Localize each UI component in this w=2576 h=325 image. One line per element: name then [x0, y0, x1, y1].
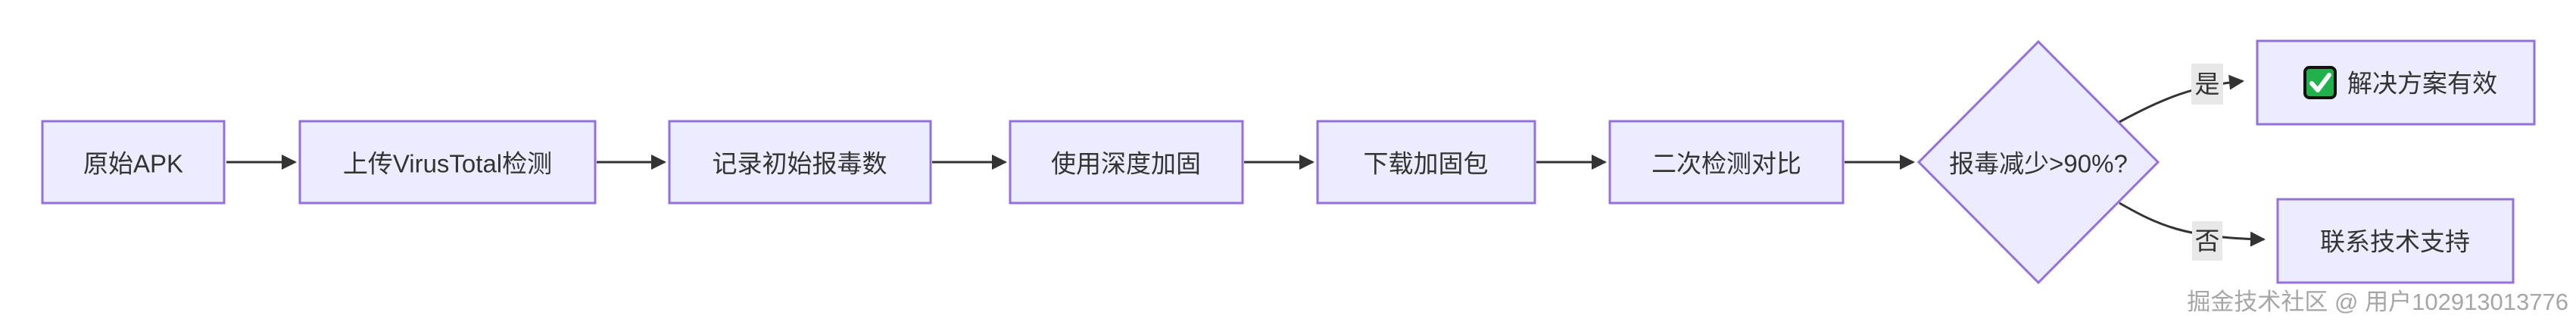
node-apply-deep-hardening: 使用深度加固 — [1009, 120, 1244, 205]
node-upload-virustotal-box — [298, 120, 597, 205]
node-upload-virustotal-label: 上传VirusTotal检测 — [343, 150, 552, 178]
node-download-hardened-package-label: 下载加固包 — [1364, 150, 1489, 178]
edge-label-yes-bg — [2191, 64, 2223, 105]
edge-label-no: 否 — [2192, 221, 2222, 261]
edge-decision-no — [2119, 202, 2266, 247]
node-decision-reduction-90-label: 报毒减少>90%? — [1949, 150, 2128, 178]
node-original-apk-box — [41, 120, 226, 205]
check-mark-icon-box — [2303, 66, 2337, 99]
node-apply-deep-hardening-label: 使用深度加固 — [1051, 150, 1201, 178]
node-decision-reduction-90-shape — [1916, 39, 2160, 285]
check-mark-icon — [2303, 66, 2337, 99]
node-solution-effective-label: 解决方案有效 — [2347, 70, 2497, 98]
node-contact-support-label: 联系技术支持 — [2320, 228, 2470, 256]
node-original-apk: 原始APK — [41, 120, 226, 205]
check-mark-icon-tick — [2309, 73, 2331, 92]
node-second-scan-compare: 二次检测对比 — [1608, 120, 1845, 205]
node-apply-deep-hardening-box — [1009, 120, 1244, 205]
node-download-hardened-package-box — [1316, 120, 1536, 205]
node-contact-support-box — [2276, 198, 2515, 284]
node-record-initial-detections-label: 记录初始报毒数 — [713, 150, 887, 178]
watermark-shadow-text: 掘金技术社区 @ 用户102913013776 — [2188, 290, 2570, 317]
node-original-apk-label: 原始APK — [83, 150, 183, 178]
edge-label-yes: 是 — [2191, 64, 2223, 105]
node-solution-effective: 解决方案有效 — [2256, 39, 2536, 126]
node-record-initial-detections: 记录初始报毒数 — [668, 120, 932, 205]
edge-label-no-bg — [2192, 221, 2222, 261]
node-second-scan-compare-box — [1608, 120, 1845, 205]
watermark-text: 掘金技术社区 @ 用户102913013776 — [2187, 289, 2568, 315]
edge-label-no-text: 否 — [2195, 227, 2220, 255]
node-download-hardened-package: 下载加固包 — [1316, 120, 1536, 205]
node-record-initial-detections-box — [668, 120, 932, 205]
edge-label-yes-text: 是 — [2195, 70, 2220, 98]
node-second-scan-compare-label: 二次检测对比 — [1651, 150, 1801, 178]
edge-decision-yes — [2119, 74, 2244, 123]
node-upload-virustotal: 上传VirusTotal检测 — [298, 120, 597, 205]
node-contact-support: 联系技术支持 — [2276, 198, 2515, 284]
node-decision-reduction-90: 报毒减少>90%? — [1916, 39, 2160, 285]
watermark: 掘金技术社区 @ 用户102913013776 掘金技术社区 @ 用户10291… — [2187, 289, 2570, 317]
